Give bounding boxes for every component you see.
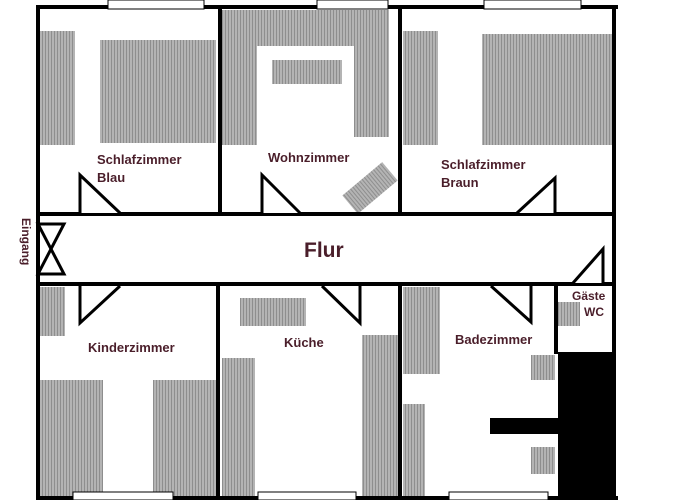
door-swing [489, 284, 533, 326]
furniture-counter [362, 335, 398, 500]
window [257, 491, 357, 500]
door-swing [78, 171, 122, 215]
furniture-counter [222, 358, 255, 500]
door-swing [320, 284, 362, 327]
door-swing [571, 245, 605, 284]
furniture-table [272, 60, 342, 84]
window [483, 0, 582, 10]
door-swing [78, 284, 122, 327]
furniture-chair [342, 162, 398, 214]
furniture-shelf [40, 287, 65, 336]
furniture-bed [153, 380, 216, 500]
furniture-sofa [222, 10, 257, 145]
room-label-bedroom-brown: Braun [441, 175, 479, 190]
room-label-kitchen: Küche [284, 335, 324, 350]
doors [35, 171, 605, 327]
window [72, 491, 174, 500]
room-label-bedroom-blue: Blau [97, 170, 125, 185]
room-label-bathroom: Badezimmer [455, 332, 532, 347]
door-swing [515, 174, 557, 215]
furniture-layer [40, 10, 612, 500]
furniture-wardrobe [40, 31, 75, 145]
entrance-label: Eingang [19, 218, 33, 265]
furniture-bathtub [403, 287, 440, 374]
furniture-sink [531, 447, 555, 474]
door-swing [260, 171, 302, 215]
room-label-living-room: Wohnzimmer [268, 150, 349, 165]
dark-fixture [490, 352, 614, 500]
room-label-kids-room: Kinderzimmer [88, 340, 175, 355]
room-label-guest-wc: Gäste [572, 289, 606, 303]
furniture-bed [482, 34, 612, 145]
window [316, 0, 389, 10]
furniture-toilet [558, 302, 580, 326]
furniture-sofa [257, 10, 389, 46]
furniture-sofa [354, 46, 389, 137]
furniture-bed [100, 40, 216, 143]
room-label-guest-wc: WC [584, 305, 604, 319]
furniture-shower [403, 404, 425, 500]
entrance-door [35, 222, 67, 276]
window [448, 491, 549, 500]
furniture-bed [40, 380, 103, 500]
furniture-wardrobe [403, 31, 438, 145]
room-label-bedroom-brown: Schlafzimmer [441, 157, 526, 172]
windows [72, 0, 582, 500]
hallway-label: Flur [304, 239, 344, 262]
furniture-counter [240, 298, 306, 326]
furniture-cabinet [531, 355, 555, 380]
window [107, 0, 205, 10]
room-label-bedroom-blue: Schlafzimmer [97, 152, 182, 167]
labels: Schlafzimmer Blau Wohnzimmer Schlafzimme… [19, 150, 606, 355]
